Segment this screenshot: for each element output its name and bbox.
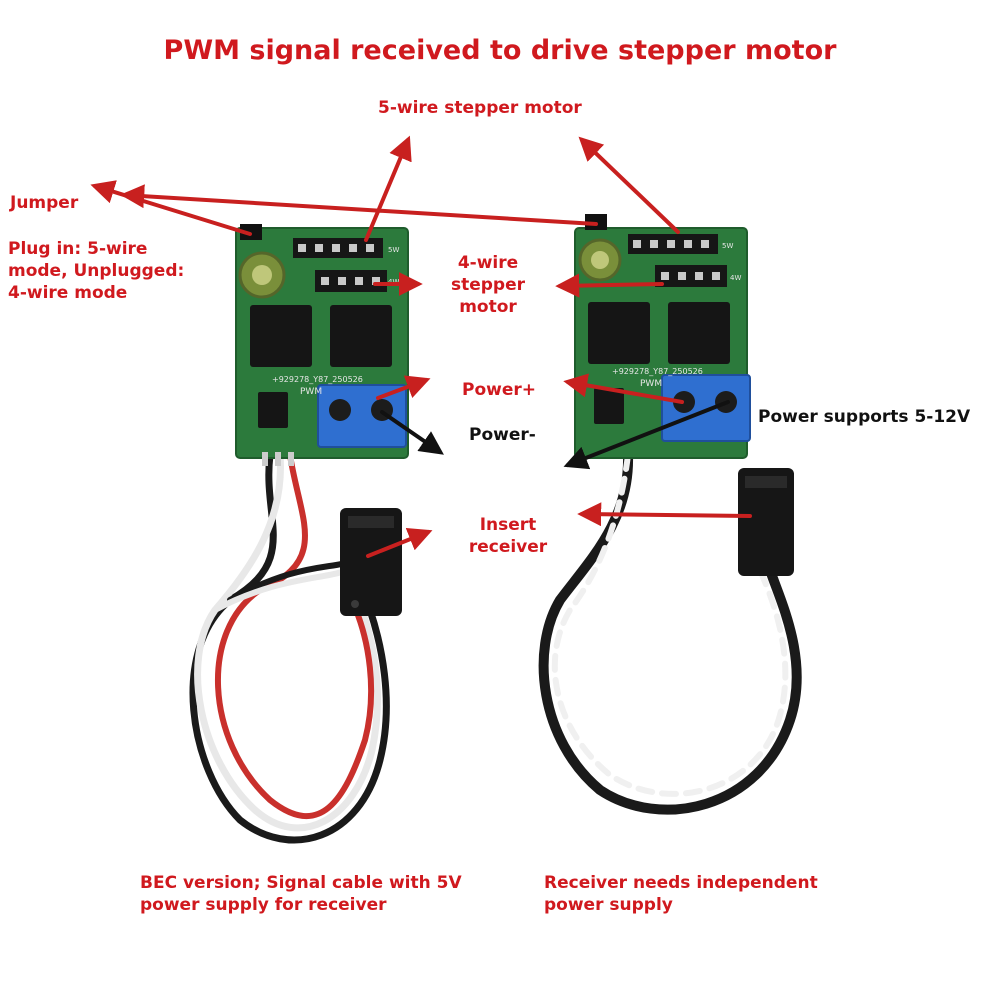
left-terminal-screw-1: [329, 399, 351, 421]
label-insert-line-1: Insert: [479, 515, 537, 535]
left-header-4wire: [315, 270, 387, 292]
label-bec-version: BEC version; Signal cable with 5V power …: [140, 872, 462, 916]
label-jumper-note-line-2: mode, Unplugged:: [8, 261, 185, 281]
right-module: +929278_Y87_250526 PWM 5W 4W: [538, 214, 802, 815]
label-jumper-note: Plug in: 5-wire mode, Unplugged: 4-wire …: [8, 238, 184, 304]
label-bec-line-2: power supply for receiver: [140, 895, 387, 915]
arrow-jumper-right: [120, 184, 598, 226]
left-header-5wire: [293, 238, 383, 258]
label-bec-line-1: BEC version; Signal cable with 5V: [140, 873, 462, 893]
right-header-mark-2: 4W: [730, 274, 741, 282]
label-jumper: Jumper: [10, 193, 79, 213]
right-header-4wire: [655, 265, 727, 287]
arrow-5wire-right: [578, 136, 680, 234]
label-4wire-line-3: motor: [459, 297, 517, 317]
left-mcu-chip: [258, 392, 288, 428]
label-insert-receiver: Insert receiver: [458, 514, 558, 558]
left-pcb-code: +929278_Y87_250526: [272, 375, 363, 384]
label-jumper-note-line-3: 4-wire mode: [8, 283, 128, 303]
label-independent-line-1: Receiver needs independent: [544, 873, 818, 893]
arrow-powerplus-left: [376, 375, 431, 400]
page-title: PWM signal received to drive stepper mot…: [163, 35, 837, 66]
arrow-powerminus-left: [380, 410, 444, 455]
left-capacitor-top: [252, 265, 272, 285]
left-servo-cable: [189, 451, 390, 844]
left-jumper: [240, 224, 262, 240]
label-4wire-line-2: stepper: [450, 275, 526, 295]
left-connector-slot: [348, 516, 394, 528]
right-driver-chip-1: [588, 302, 650, 364]
label-independent-supply: Receiver needs independent power supply: [544, 872, 818, 916]
left-pcb-silk: PWM: [300, 387, 322, 397]
arrow-powerminus-right: [563, 400, 730, 470]
label-4wire-line-1: 4-wire: [457, 253, 519, 273]
left-module: +929278_Y87_250526 PWM 5W 4W: [189, 224, 409, 844]
right-connector-slot: [745, 476, 787, 488]
left-servo-connector: [340, 508, 402, 616]
right-pcb-code: +929278_Y87_250526: [612, 367, 703, 376]
right-capacitor-top: [591, 251, 609, 269]
right-pcb-silk: PWM: [640, 379, 662, 389]
label-5wire-stepper: 5-wire stepper motor: [378, 98, 582, 118]
label-independent-line-2: power supply: [544, 895, 673, 915]
right-driver-chip-2: [668, 302, 730, 364]
left-pin-1: [262, 452, 268, 466]
left-driver-chip-1: [250, 305, 312, 367]
label-power-supports: Power supports 5-12V: [758, 407, 971, 427]
arrow-powerplus-right: [563, 373, 684, 404]
arrow-insert-left: [366, 527, 433, 558]
right-mcu-chip: [594, 388, 624, 424]
left-header-mark: 5W: [388, 246, 399, 254]
arrow-jumper-left: [90, 180, 252, 236]
label-power-plus: Power+: [462, 380, 537, 400]
left-pin-2: [275, 452, 281, 466]
right-header-mark: 5W: [722, 242, 733, 250]
label-jumper-note-line-1: Plug in: 5-wire: [8, 239, 148, 259]
left-connector-pin: [351, 600, 359, 608]
right-twisted-cable: [538, 450, 802, 815]
label-power-minus: Power-: [469, 425, 536, 445]
annotation-arrows: [90, 135, 752, 558]
label-insert-line-2: receiver: [468, 537, 548, 557]
left-driver-chip-2: [330, 305, 392, 367]
right-header-5wire: [628, 234, 718, 254]
arrow-5wire-left: [364, 135, 412, 242]
label-4wire-stepper: 4-wire stepper motor: [440, 252, 536, 318]
arrow-insert-right: [577, 502, 752, 527]
right-receiver-connector: [738, 468, 794, 576]
arrow-4wire-right: [555, 273, 664, 298]
left-pin-3: [288, 452, 294, 466]
